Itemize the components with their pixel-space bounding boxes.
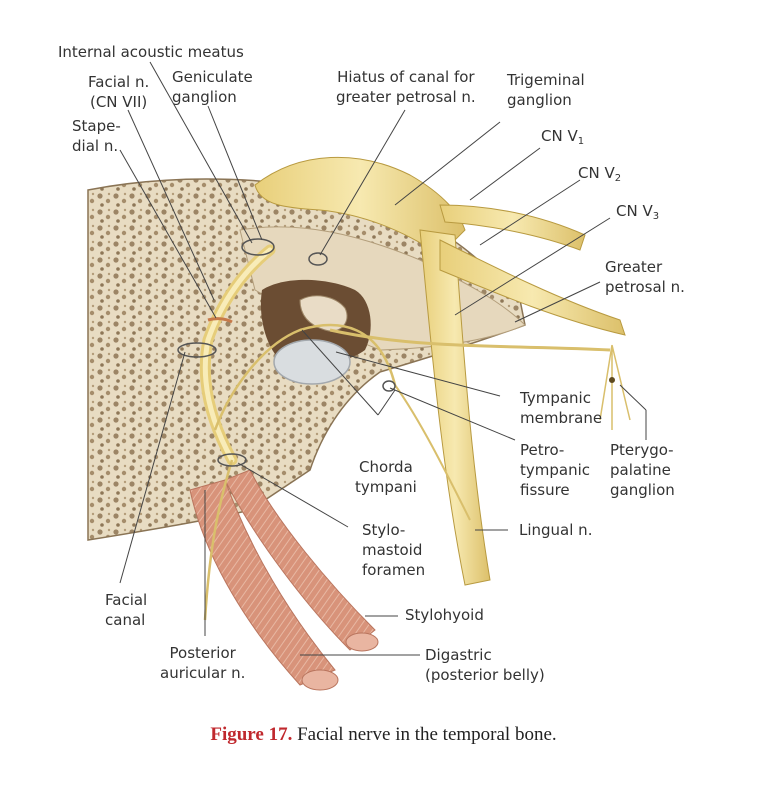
stapedial-branch — [207, 317, 233, 324]
cn-v3-nerve — [419, 229, 491, 586]
label-petrotympanic-fissure: Petro- tympanic fissure — [520, 441, 591, 499]
hiatus-ring — [308, 252, 328, 266]
label-cn-v3: CN V3 — [616, 202, 660, 222]
pterygopalatine-branches — [599, 344, 631, 430]
label-stapedial-n: Stape- dial n. — [72, 117, 121, 155]
figure-caption: Figure 17. Facial nerve in the temporal … — [0, 724, 767, 746]
petrotympanic-ring — [382, 380, 396, 392]
trigeminal-ganglion-shape — [254, 156, 466, 256]
stylohyoid-cut-end — [345, 632, 379, 652]
label-hiatus: Hiatus of canal for greater petrosal n. — [336, 68, 476, 106]
label-internal-acoustic-meatus: Internal acoustic meatus — [58, 43, 244, 61]
label-lingual-n: Lingual n. — [519, 521, 593, 539]
posterior-auricular-branch — [203, 459, 234, 621]
label-facial-n: Facial n. (CN VII) — [88, 73, 150, 111]
leader-lines — [119, 61, 647, 656]
label-cn-v2: CN V2 — [578, 164, 622, 184]
label-tympanic-membrane: Tympanic membrane — [520, 389, 603, 427]
cn-v2-nerve — [439, 239, 626, 336]
stylomastoid-ring — [217, 453, 247, 467]
label-trigeminal-ganglion: Trigeminal ganglion — [507, 71, 585, 109]
cn-v1-nerve — [439, 204, 586, 251]
label-facial-canal: Facial canal — [105, 591, 148, 629]
chorda-tympani-nerve — [213, 323, 397, 431]
label-stylohyoid: Stylohyoid — [405, 606, 484, 624]
figure-number: Figure 17. — [210, 724, 293, 745]
facial-canal-ring — [177, 342, 217, 358]
caption-text: Facial nerve in the temporal bone. — [292, 724, 557, 745]
label-geniculate-ganglion: Geniculate ganglion — [172, 68, 253, 106]
label-stylomastoid-foramen: Stylo- mastoid foramen — [362, 521, 426, 579]
label-digastric: Digastric (posterior belly) — [425, 646, 545, 684]
label-chorda-tympani: Chorda tympani — [355, 458, 417, 496]
label-greater-petrosal-n: Greater petrosal n. — [605, 258, 685, 296]
label-posterior-auricular-n: Posterior auricular n. — [160, 644, 246, 682]
label-pterygopalatine-ganglion: Pterygo- palatine ganglion — [610, 441, 675, 499]
pterygopalatine-ganglion-dot — [609, 377, 615, 383]
digastric-cut-end — [301, 669, 339, 691]
geniculate-ring — [241, 238, 275, 256]
tympanic-membrane-shape — [273, 339, 351, 385]
label-cn-v1: CN V1 — [541, 127, 585, 147]
lingual-nerve-junction — [394, 384, 471, 521]
stylohyoid-muscle — [224, 469, 376, 651]
